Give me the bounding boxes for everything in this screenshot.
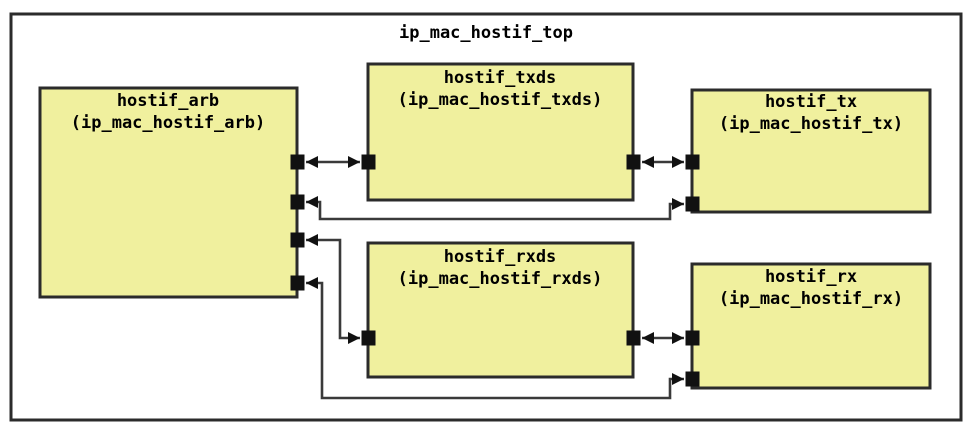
block-hostif_arb-module: (ip_mac_hostif_arb) (71, 113, 265, 133)
port-rxds-port-right[interactable] (626, 330, 641, 346)
block-hostif_rxds-module: (ip_mac_hostif_rxds) (398, 269, 603, 289)
port-arb-port-2[interactable] (290, 194, 305, 210)
connection-arb-txds-bidir (306, 156, 360, 168)
arrow-head-left (306, 234, 318, 246)
block-labels-layer: hostif_arb(ip_mac_hostif_arb) hostif_txds… (71, 68, 903, 309)
block-hostif_tx-module: (ip_mac_hostif_tx) (719, 114, 903, 134)
connection-rxds-rx-bidir (642, 332, 684, 344)
block-hostif_rx-name: hostif_rx (765, 267, 857, 287)
port-rx-port-2[interactable] (685, 371, 700, 387)
arrow-head-right (348, 332, 360, 344)
block-hostif_rx[interactable] (690, 262, 932, 390)
block-hostif_rxds[interactable] (366, 241, 635, 379)
port-rxds-port-left[interactable] (361, 330, 376, 346)
block-hostif_arb-name: hostif_arb (117, 91, 219, 111)
arrow-head-left (306, 277, 318, 289)
arrow-head-left (642, 156, 654, 168)
connection-tx-arb-feedback (306, 196, 684, 221)
ports-layer (290, 154, 700, 387)
port-arb-port-1[interactable] (290, 154, 305, 170)
arrow-head-right (672, 198, 684, 210)
port-arb-port-4[interactable] (290, 275, 305, 291)
block-hostif_txds-name: hostif_txds (444, 68, 557, 88)
connection-txds-tx-bidir (642, 156, 684, 168)
arrow-head-right (348, 156, 360, 168)
arrow-head-right (672, 373, 684, 385)
block-hostif_tx[interactable] (690, 88, 932, 214)
arrow-head-right (672, 332, 684, 344)
port-tx-port-1[interactable] (685, 154, 700, 170)
block-hostif_txds-module: (ip_mac_hostif_txds) (398, 90, 603, 110)
connection-arb-rxds-request (306, 234, 360, 344)
arrow-head-left (306, 156, 318, 168)
arrow-head-left (642, 332, 654, 344)
port-arb-port-3[interactable] (290, 232, 305, 248)
diagram-title: ip_mac_hostif_top (399, 23, 573, 43)
port-tx-port-2[interactable] (685, 196, 700, 212)
arrow-head-right (672, 156, 684, 168)
blocks-layer (38, 62, 932, 390)
arrow-head-left (306, 196, 318, 208)
block-hostif_tx-name: hostif_tx (765, 92, 857, 112)
port-rx-port-1[interactable] (685, 330, 700, 346)
block-hostif_rx-module: (ip_mac_hostif_rx) (719, 289, 903, 309)
block-hostif_arb[interactable] (38, 86, 299, 299)
connection-rx-arb-feedback (306, 277, 684, 400)
block-hostif_txds[interactable] (366, 62, 635, 202)
port-txds-port-right[interactable] (626, 154, 641, 170)
block-hostif_rxds-name: hostif_rxds (444, 247, 557, 267)
port-txds-port-left[interactable] (361, 154, 376, 170)
connections-layer (306, 156, 684, 400)
